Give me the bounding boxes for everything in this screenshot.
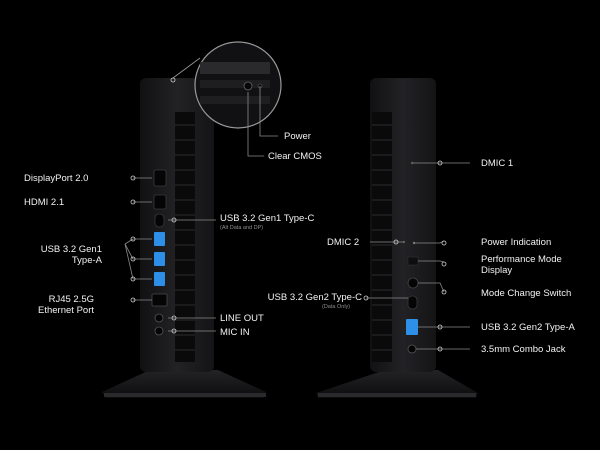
label-mic-in: MIC IN [220, 327, 250, 338]
perf-mode-display [407, 256, 419, 266]
hdmi-port [153, 194, 167, 210]
label-usb-gen1-a: USB 3.2 Gen1 Type-A [30, 244, 102, 266]
label-usb-gen2-c-note: (Data Only) [322, 304, 351, 310]
displayport-port [153, 169, 167, 187]
power-button-zoom [243, 81, 253, 91]
label-dmic2: DMIC 2 [327, 237, 360, 248]
right-device [316, 78, 478, 398]
label-usb-gen1-c-note: (Alt Data and DP) [220, 225, 264, 231]
left-vent [175, 112, 195, 362]
label-line-out: LINE OUT [220, 313, 264, 324]
usb-a-port-1 [154, 232, 165, 246]
usb-a-port-2 [154, 252, 165, 266]
label-rj45-line2: Ethernet Port [38, 305, 94, 316]
label-usb-gen1-a-line2: Type-A [71, 255, 102, 266]
label-usb-gen2-a: USB 3.2 Gen2 Type-A [481, 322, 575, 333]
mode-switch [407, 277, 419, 289]
label-combo-jack: 3.5mm Combo Jack [481, 344, 566, 355]
label-usb-gen2-c: USB 3.2 Gen2 Type-C [267, 292, 362, 303]
usb-c-port [154, 213, 165, 228]
label-rj45-line1: RJ45 2.5G [48, 294, 94, 305]
usb-c-port-right [407, 295, 418, 310]
label-usb-gen1-c: USB 3.2 Gen1 Type-C [220, 213, 315, 224]
label-dmic1: DMIC 1 [481, 158, 514, 169]
label-perf-mode-line2: Display [481, 265, 513, 276]
usb-a-port-right [406, 319, 418, 335]
right-vent [372, 112, 392, 362]
combo-jack [407, 344, 417, 354]
label-power-indication: Power Indication [481, 237, 552, 248]
label-displayport: DisplayPort 2.0 [24, 173, 89, 184]
label-mode-switch: Mode Change Switch [481, 288, 572, 299]
mic-in-jack [154, 326, 164, 336]
right-leader-lines [366, 162, 470, 350]
usb-a-port-3 [154, 272, 165, 286]
label-rj45: RJ45 2.5G Ethernet Port [24, 294, 94, 316]
left-stand [102, 370, 266, 398]
right-stand [316, 370, 478, 398]
label-power: Power [284, 131, 311, 142]
left-leader-lines [124, 86, 278, 332]
left-device [102, 41, 282, 398]
line-out-jack [154, 313, 164, 323]
ethernet-port [151, 293, 168, 307]
label-perf-mode-line1: Performance Mode [481, 254, 562, 265]
label-usb-gen1-a-line1: USB 3.2 Gen1 [40, 244, 102, 255]
label-perf-mode: Performance Mode Display [481, 254, 562, 276]
label-clear-cmos: Clear CMOS [268, 151, 322, 162]
label-hdmi: HDMI 2.1 [24, 197, 65, 208]
